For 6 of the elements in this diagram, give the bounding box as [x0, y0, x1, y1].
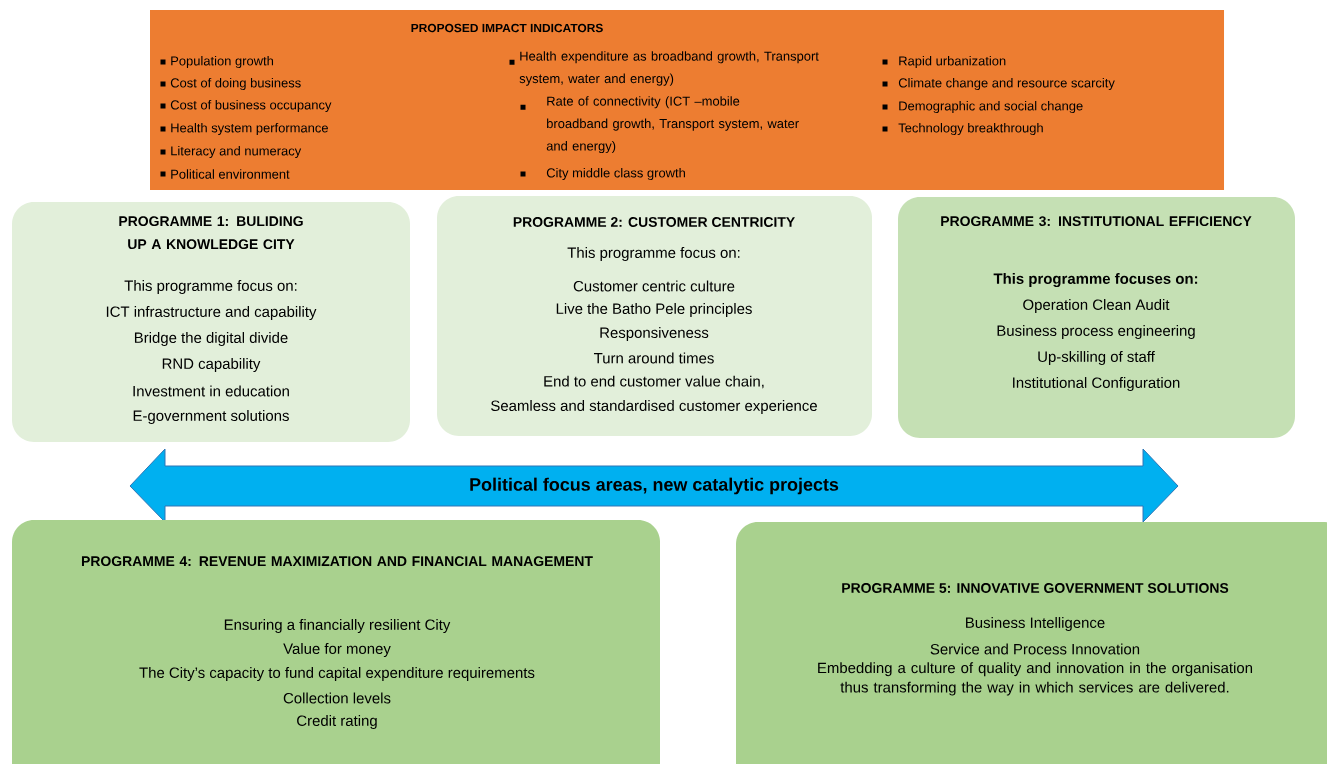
- programme-box: PROGRAMME 5: INNOVATIVE GOVERNMENT SOLUTIONS Business Intelligence Service and Process Innovation Embedding a culture of quality and innovation in the organisation thus transforming the way in which services are delivered.: [736, 522, 1327, 764]
- indicator-panel: PROPOSED IMPACT INDICATORS Population growth Cost of doing business Cost of business occupancy Health system performance Literacy and numeracy Political environment Health expenditure as broadband growth, Transport system, water and energy) Rate of connectivity (ICT –mobile broadband growth, Transport system, water and energy) City middle class growth Rapid urbanization Climate change and resource scarcity Demographic and social change Technology breakthrough: [150, 10, 1224, 190]
- programme-box: PROGRAMME 2: CUSTOMER CENTRICITY This programme focus on: Customer centric culture Live the Batho Pele principles Responsiveness Turn around times End to end customer value chain, Seamless and standardised customer experience: [437, 196, 872, 436]
- programme-box: PROGRAMME 4: REVENUE MAXIMIZATION AND FINANCIAL MANAGEMENT Ensuring a financially resilient City Value for money The City’s capacity to fund capital expenditure requirements Collection levels Credit rating: [12, 520, 660, 764]
- programme-box: PROGRAMME 3: INSTITUTIONAL EFFICIENCY This programme focuses on: Operation Clean Audit Business process engineering Up-skilling of staff Institutional Configuration: [898, 197, 1295, 438]
- programme-box: PROGRAMME 1: BULIDING UP A KNOWLEDGE CITY This programme focus on: ICT infrastructure and capability Bridge the digital divide RND capability Investment in education E-government solutions: [12, 202, 410, 442]
